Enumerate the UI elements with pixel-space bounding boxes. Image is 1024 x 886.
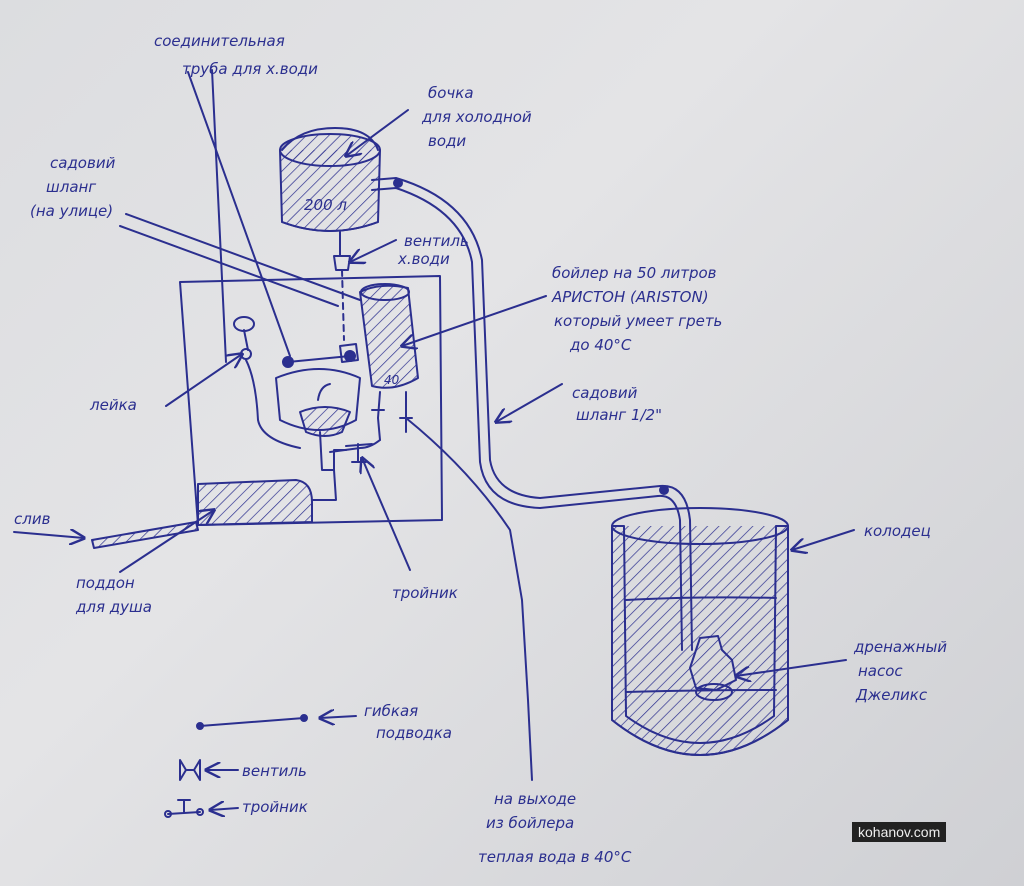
warm-water-line: [405, 417, 533, 781]
label-boiler-output-2: из бойлера: [486, 814, 574, 832]
drainage-pump: [689, 635, 737, 701]
leader-cold-valve: [350, 239, 397, 262]
label-boiler-mark: 40: [384, 373, 400, 387]
label-boiler-output-1: на выходе: [494, 790, 576, 808]
label-hose-half-2: шланг 1/2": [576, 406, 662, 424]
label-shower-tray-2: для душа: [75, 598, 152, 616]
leader-connecting-pipe-2: [211, 69, 227, 363]
leader-barrel: [346, 109, 409, 156]
boiler: [359, 283, 419, 389]
label-hose-outside-2: шланг: [46, 178, 96, 196]
label-shower-head: лейка: [89, 396, 137, 414]
label-pump-2: насос: [858, 662, 903, 680]
leader-well: [792, 529, 855, 550]
water-barrel: [279, 127, 381, 232]
label-boiler-1: бойлер на 50 литров: [552, 264, 717, 282]
legend-valve-symbol: [179, 759, 239, 781]
legend-tee-symbol: [164, 799, 239, 817]
boiler-pipes: [371, 391, 413, 441]
label-connecting-pipe-1: соединительная: [154, 32, 285, 50]
shower-tray: [197, 479, 313, 526]
boiler-to-tee: [329, 439, 381, 453]
label-legend-tee: тройник: [242, 798, 308, 816]
label-boiler-output-3: теплая вода в 40°C: [478, 848, 632, 866]
label-legend-valve: вентиль: [242, 762, 307, 780]
label-barrel-3: води: [428, 132, 466, 150]
garden-hose: [371, 177, 693, 651]
cold-pipe-dashed: [341, 269, 345, 341]
label-connecting-pipe-2: труба для х.води: [182, 60, 318, 78]
mixer-bar: [287, 355, 351, 363]
drain-pipe-outer: [91, 521, 199, 549]
leader-pump: [736, 659, 847, 676]
label-barrel-2: для холодной: [421, 108, 532, 126]
leader-garden-hose-half: [496, 383, 563, 422]
leader-tee: [362, 458, 411, 571]
leader-shower-head: [165, 354, 242, 407]
drain-arrow: [13, 532, 84, 538]
label-cold-valve-1: вентиль: [404, 232, 469, 250]
leader-boiler: [402, 295, 547, 346]
label-boiler-4: до 40°C: [569, 336, 632, 354]
label-well: колодец: [864, 522, 931, 540]
label-legend-flexible-1: гибкая: [364, 702, 418, 720]
sink: [275, 368, 361, 471]
label-boiler-2: АРИСТОН (ARISTON): [551, 288, 709, 306]
label-hose-half-1: садовий: [572, 384, 638, 402]
label-hose-outside-1: садовий: [50, 154, 116, 172]
leader-connecting-pipe: [187, 71, 291, 357]
cold-valve-icon: [333, 255, 351, 271]
label-shower-tray-1: поддон: [76, 574, 135, 592]
label-drain: слив: [14, 510, 51, 528]
leader-shower-tray: [119, 510, 214, 573]
shower-head: [233, 316, 301, 449]
label-barrel-volume: 200 л: [304, 196, 347, 214]
leader-garden-hose-outside-2: [119, 225, 339, 307]
watermark[interactable]: kohanov.com: [852, 822, 947, 842]
label-pump-1: дренажный: [853, 638, 947, 656]
legend-flexible-symbol: [196, 715, 357, 730]
drain-pipe-inner: [311, 469, 337, 521]
leader-garden-hose-outside: [125, 213, 361, 301]
cabin-outline: [179, 275, 443, 526]
label-hose-outside-3: (на улице): [30, 202, 113, 220]
label-cold-valve-2: х.води: [397, 250, 450, 268]
label-tee: тройник: [392, 584, 458, 602]
label-pump-3: Джеликс: [855, 686, 928, 704]
label-legend-flexible-2: подводка: [376, 724, 452, 742]
label-barrel-1: бочка: [428, 84, 474, 102]
label-boiler-3: который умеет греть: [554, 312, 722, 330]
well: [611, 507, 789, 756]
